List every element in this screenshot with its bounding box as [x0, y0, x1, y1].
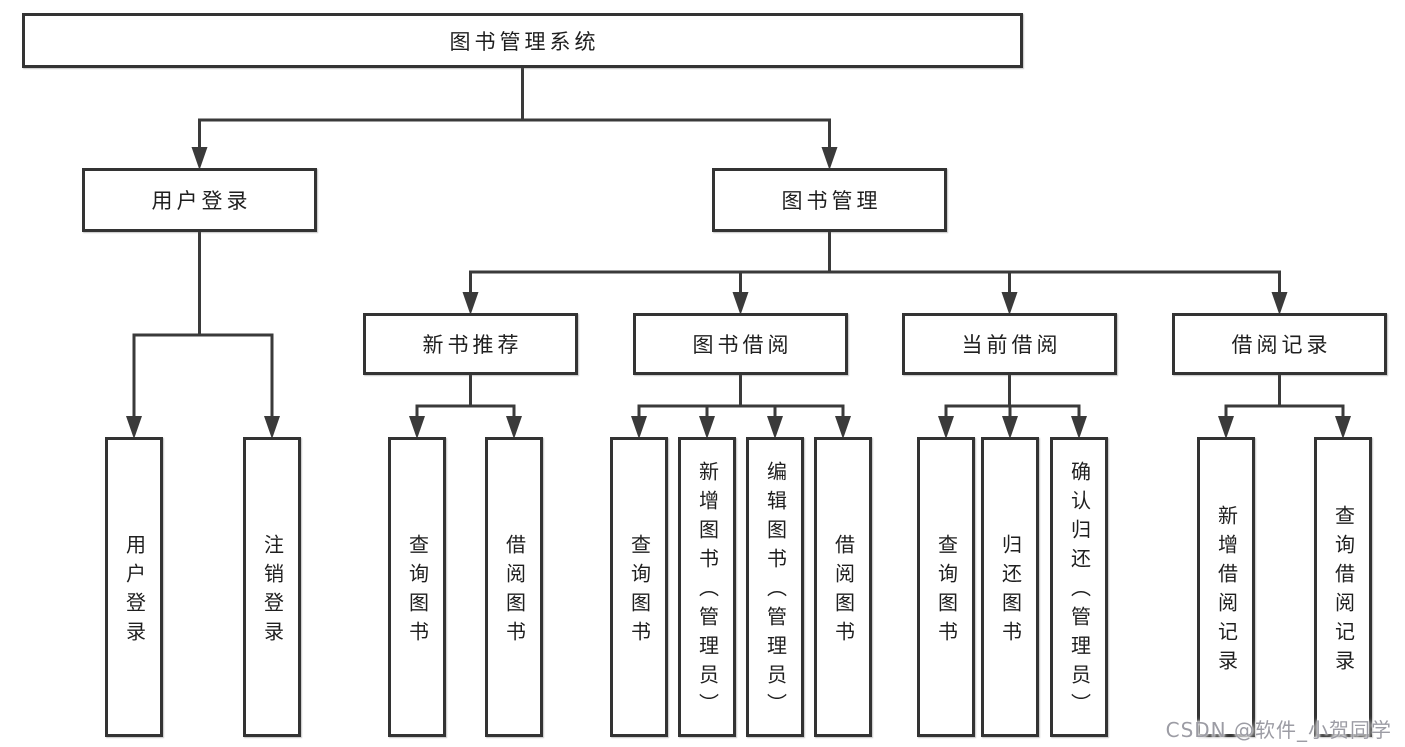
node-label: 查询图书 [934, 533, 959, 650]
edge-book-borrow [631, 373, 851, 439]
node-borrow-records: 借阅记录 [1172, 313, 1387, 375]
node-label: 确认归还（管理员） [1067, 461, 1092, 722]
node-leaf-user-login: 用户登录 [105, 437, 163, 737]
node-label: 借阅记录 [1231, 333, 1332, 357]
node-leaf-bb-add: 新增图书（管理员） [678, 437, 736, 737]
node-new-book-rec: 新书推荐 [363, 313, 578, 375]
node-label: 借阅图书 [502, 533, 527, 650]
node-root: 图书管理系统 [22, 13, 1023, 68]
edge-book-mgmt [462, 230, 1288, 315]
node-leaf-cb-return: 归还图书 [981, 437, 1039, 737]
node-label: 当前借阅 [961, 333, 1062, 357]
node-label: 新增借阅记录 [1214, 504, 1239, 679]
node-current-borrow: 当前借阅 [902, 313, 1117, 375]
node-label: 用户登录 [151, 189, 252, 213]
node-leaf-cb-confirm: 确认归还（管理员） [1050, 437, 1108, 737]
node-label: 查询借阅记录 [1331, 504, 1356, 679]
node-leaf-rec-borrow: 借阅图书 [485, 437, 543, 737]
node-label: 注销登录 [260, 533, 285, 650]
node-leaf-logout: 注销登录 [243, 437, 301, 737]
node-label: 新增图书（管理员） [695, 461, 720, 722]
node-label: 编辑图书（管理员） [763, 461, 788, 722]
edge-user-login [126, 230, 280, 439]
watermark: CSDN @软件_小贺同学 [1165, 718, 1392, 742]
node-book-mgmt: 图书管理 [712, 168, 947, 232]
edge-current-borrow [938, 373, 1087, 439]
node-label: 图书借阅 [692, 333, 793, 357]
node-label: 用户登录 [122, 533, 147, 650]
node-label: 查询图书 [405, 533, 430, 650]
edge-root [191, 66, 838, 170]
node-label: 借阅图书 [831, 533, 856, 650]
edge-borrow-records [1218, 373, 1351, 439]
node-label: 查询图书 [627, 533, 652, 650]
node-leaf-br-add: 新增借阅记录 [1197, 437, 1255, 737]
node-label: 新书推荐 [422, 333, 523, 357]
node-leaf-bb-query: 查询图书 [610, 437, 668, 737]
node-label: 归还图书 [998, 533, 1023, 650]
node-leaf-bb-borrow: 借阅图书 [814, 437, 872, 737]
node-leaf-bb-edit: 编辑图书（管理员） [746, 437, 804, 737]
node-label: 图书管理系统 [449, 29, 600, 54]
node-user-login: 用户登录 [82, 168, 317, 232]
node-book-borrow: 图书借阅 [633, 313, 848, 375]
edge-new-book-rec [409, 373, 522, 439]
node-leaf-cb-query: 查询图书 [917, 437, 975, 737]
node-label: 图书管理 [781, 189, 882, 213]
node-leaf-rec-query: 查询图书 [388, 437, 446, 737]
node-leaf-br-query: 查询借阅记录 [1314, 437, 1372, 737]
